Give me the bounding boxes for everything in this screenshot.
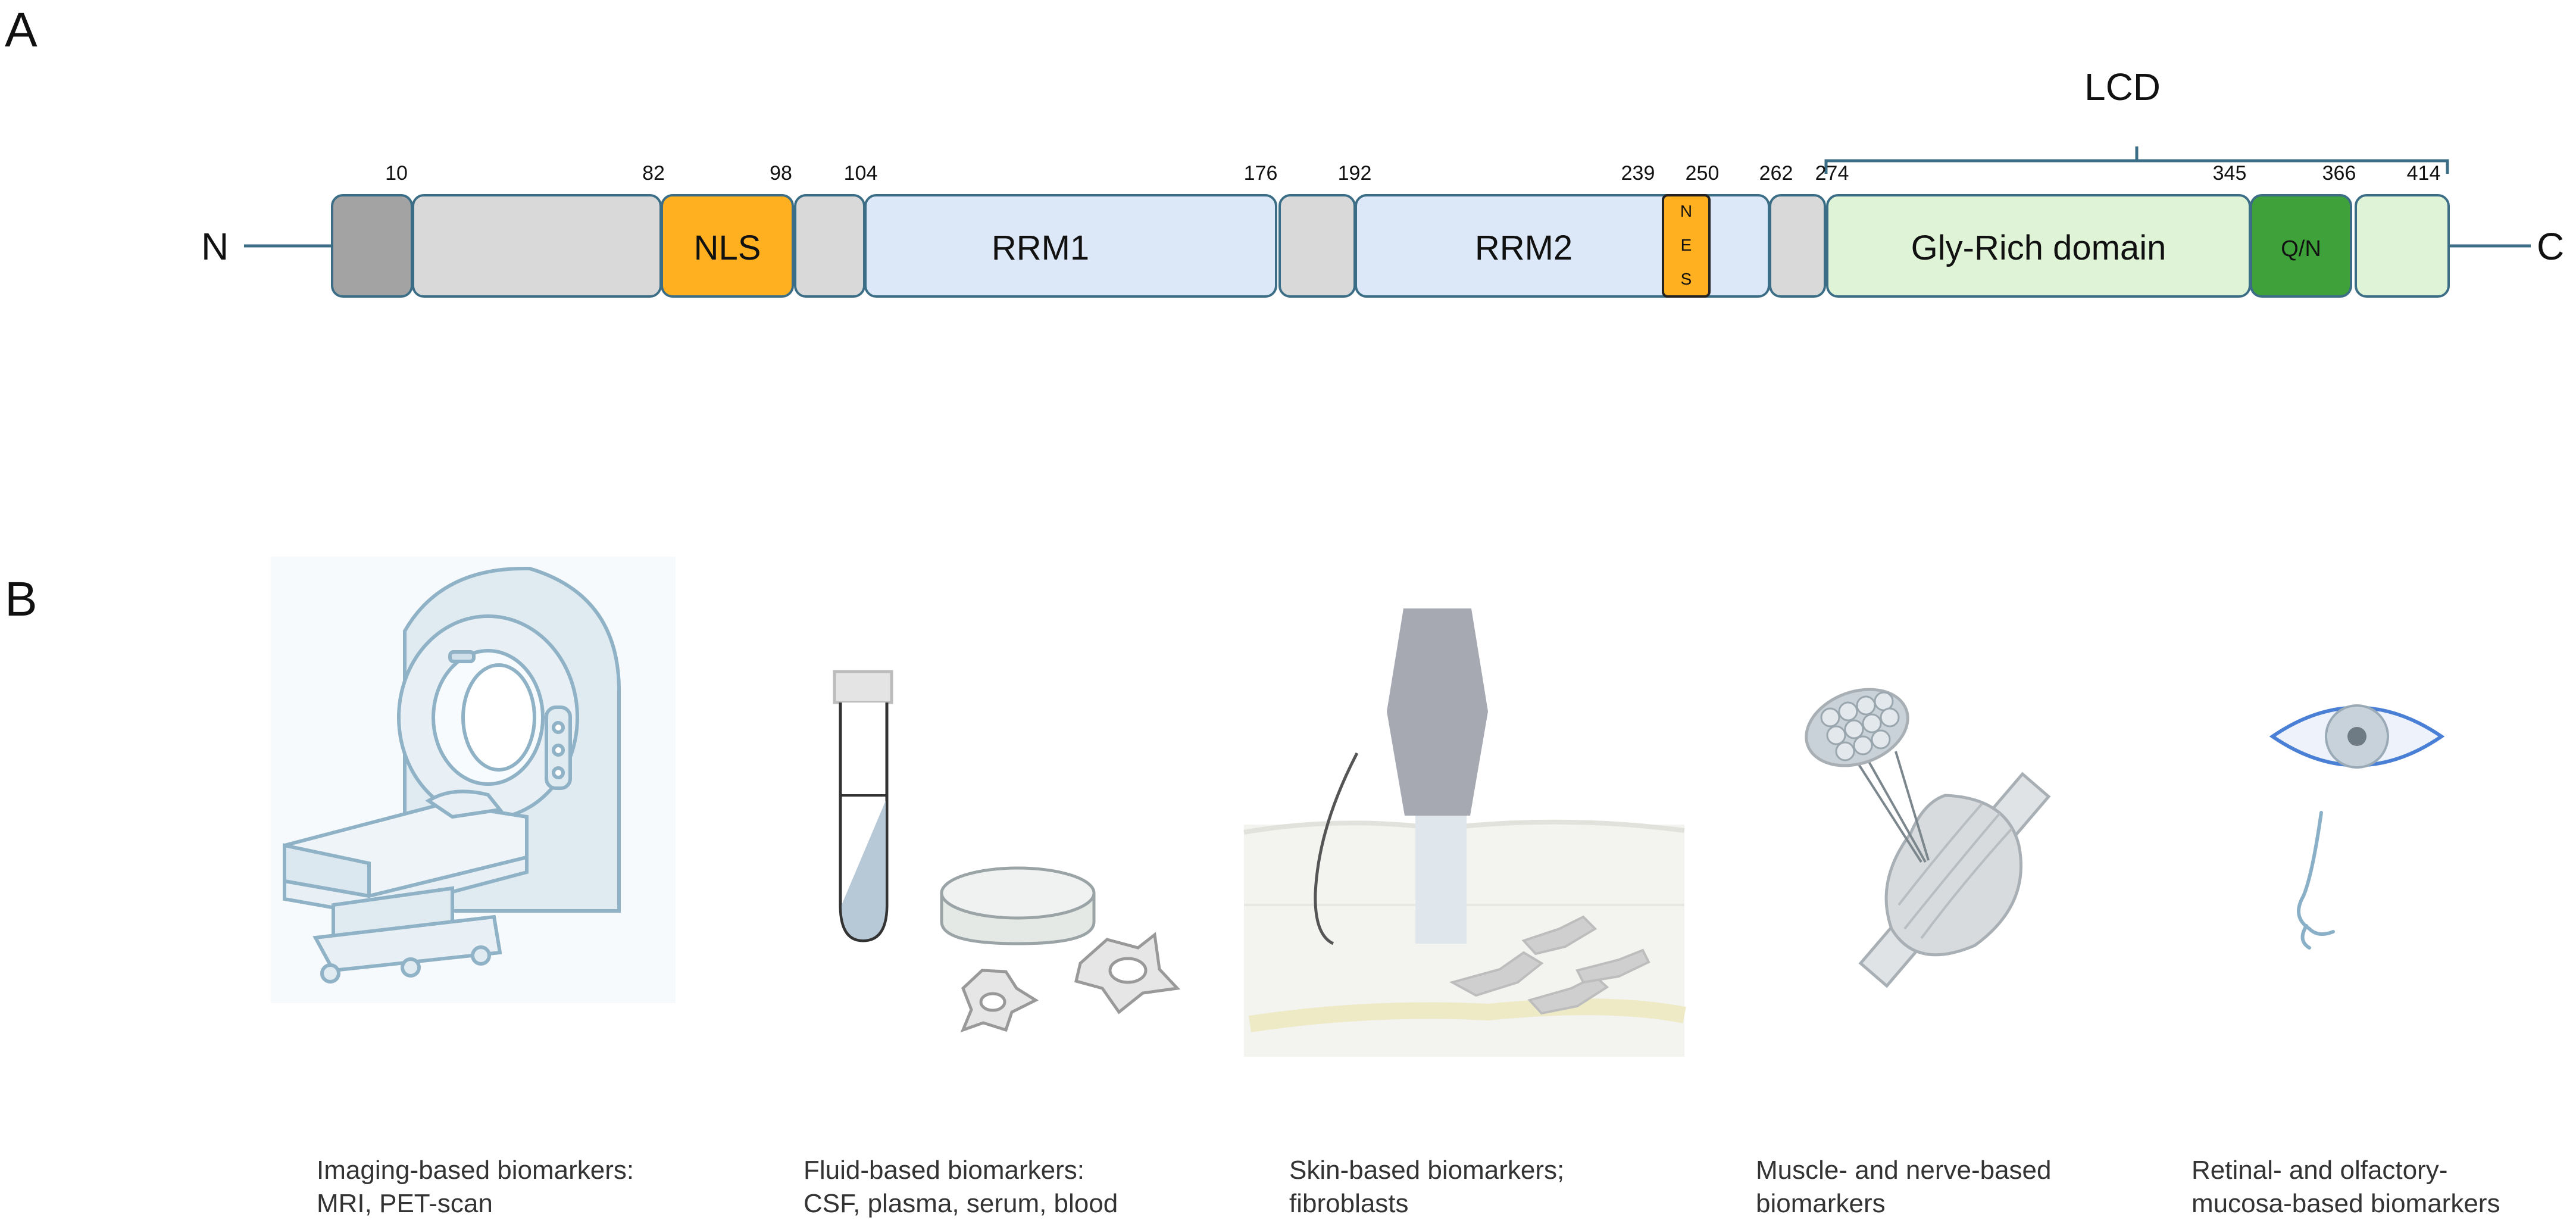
rrm1-domain [864, 194, 1277, 298]
c-terminus-label: C [2537, 225, 2564, 268]
n-terminus-label: N [201, 225, 229, 268]
caption-skin-line2: fibroblasts [1289, 1189, 1409, 1218]
nes-letter-n: N [1680, 202, 1692, 220]
position-label: 414 [2407, 162, 2441, 185]
position-label: 192 [1338, 162, 1372, 185]
lcd-bracket [1824, 146, 2449, 174]
nes-letter-s: S [1681, 270, 1692, 288]
eye-nose-icon [2269, 704, 2445, 950]
caption-retinal-line1: Retinal- and olfactory- [2192, 1156, 2447, 1185]
petri-dish-icon [940, 866, 1096, 945]
nes-letter-e: E [1681, 236, 1692, 254]
rrm1-label: RRM1 [992, 229, 1089, 267]
rrm2-label: RRM2 [1475, 229, 1573, 267]
lcd-label: LCD [2084, 65, 2161, 108]
qn-label: Q/N [2281, 236, 2321, 261]
caption-imaging-line1: Imaging-based biomarkers: [317, 1156, 634, 1185]
caption-muscle-line1: Muscle- and nerve-based [1756, 1156, 2051, 1185]
position-label: 104 [844, 162, 878, 185]
caption-imaging-line2: MRI, PET-scan [317, 1189, 493, 1218]
position-label: 274 [1815, 162, 1849, 185]
segment-10-82 [412, 194, 662, 298]
skin-biopsy-icon [1243, 608, 1686, 1057]
gly-rich-label: Gly-Rich domain [1911, 229, 2167, 267]
segment-262-274 [1769, 194, 1826, 298]
caption-fluid-line1: Fluid-based biomarkers: [804, 1156, 1084, 1185]
position-label: 250 [1686, 162, 1720, 185]
position-label: 345 [2213, 162, 2247, 185]
position-label: 98 [770, 162, 792, 185]
nes-domain [1662, 194, 1711, 298]
caption-retinal-line2: mucosa-based biomarkers [2192, 1189, 2500, 1218]
nls-label: NLS [694, 229, 761, 267]
caption-skin-line1: Skin-based biomarkers; [1289, 1156, 1564, 1185]
position-label: 262 [1759, 162, 1793, 185]
mri-scanner-icon [271, 557, 676, 1003]
position-label: 10 [385, 162, 408, 185]
caption-fluid-line2: CSF, plasma, serum, blood [804, 1189, 1118, 1218]
qn-domain [2250, 194, 2352, 298]
panel-b-label: B [5, 572, 37, 626]
cell-icon [960, 932, 1181, 1033]
position-label: 82 [642, 162, 665, 185]
caption-muscle-line2: biomarkers [1756, 1189, 1886, 1218]
position-label: 176 [1244, 162, 1278, 185]
nls-domain [661, 194, 794, 298]
muscle-icon [1805, 688, 2051, 988]
position-label: 239 [1621, 162, 1655, 185]
segment-176-192 [1278, 194, 1356, 298]
position-label: 366 [2322, 162, 2356, 185]
segment-366-414 [2355, 194, 2450, 298]
test-tube-icon [833, 670, 893, 942]
segment-1-10 [331, 194, 413, 298]
panel-a-label: A [5, 3, 37, 57]
segment-98-104 [794, 194, 865, 298]
